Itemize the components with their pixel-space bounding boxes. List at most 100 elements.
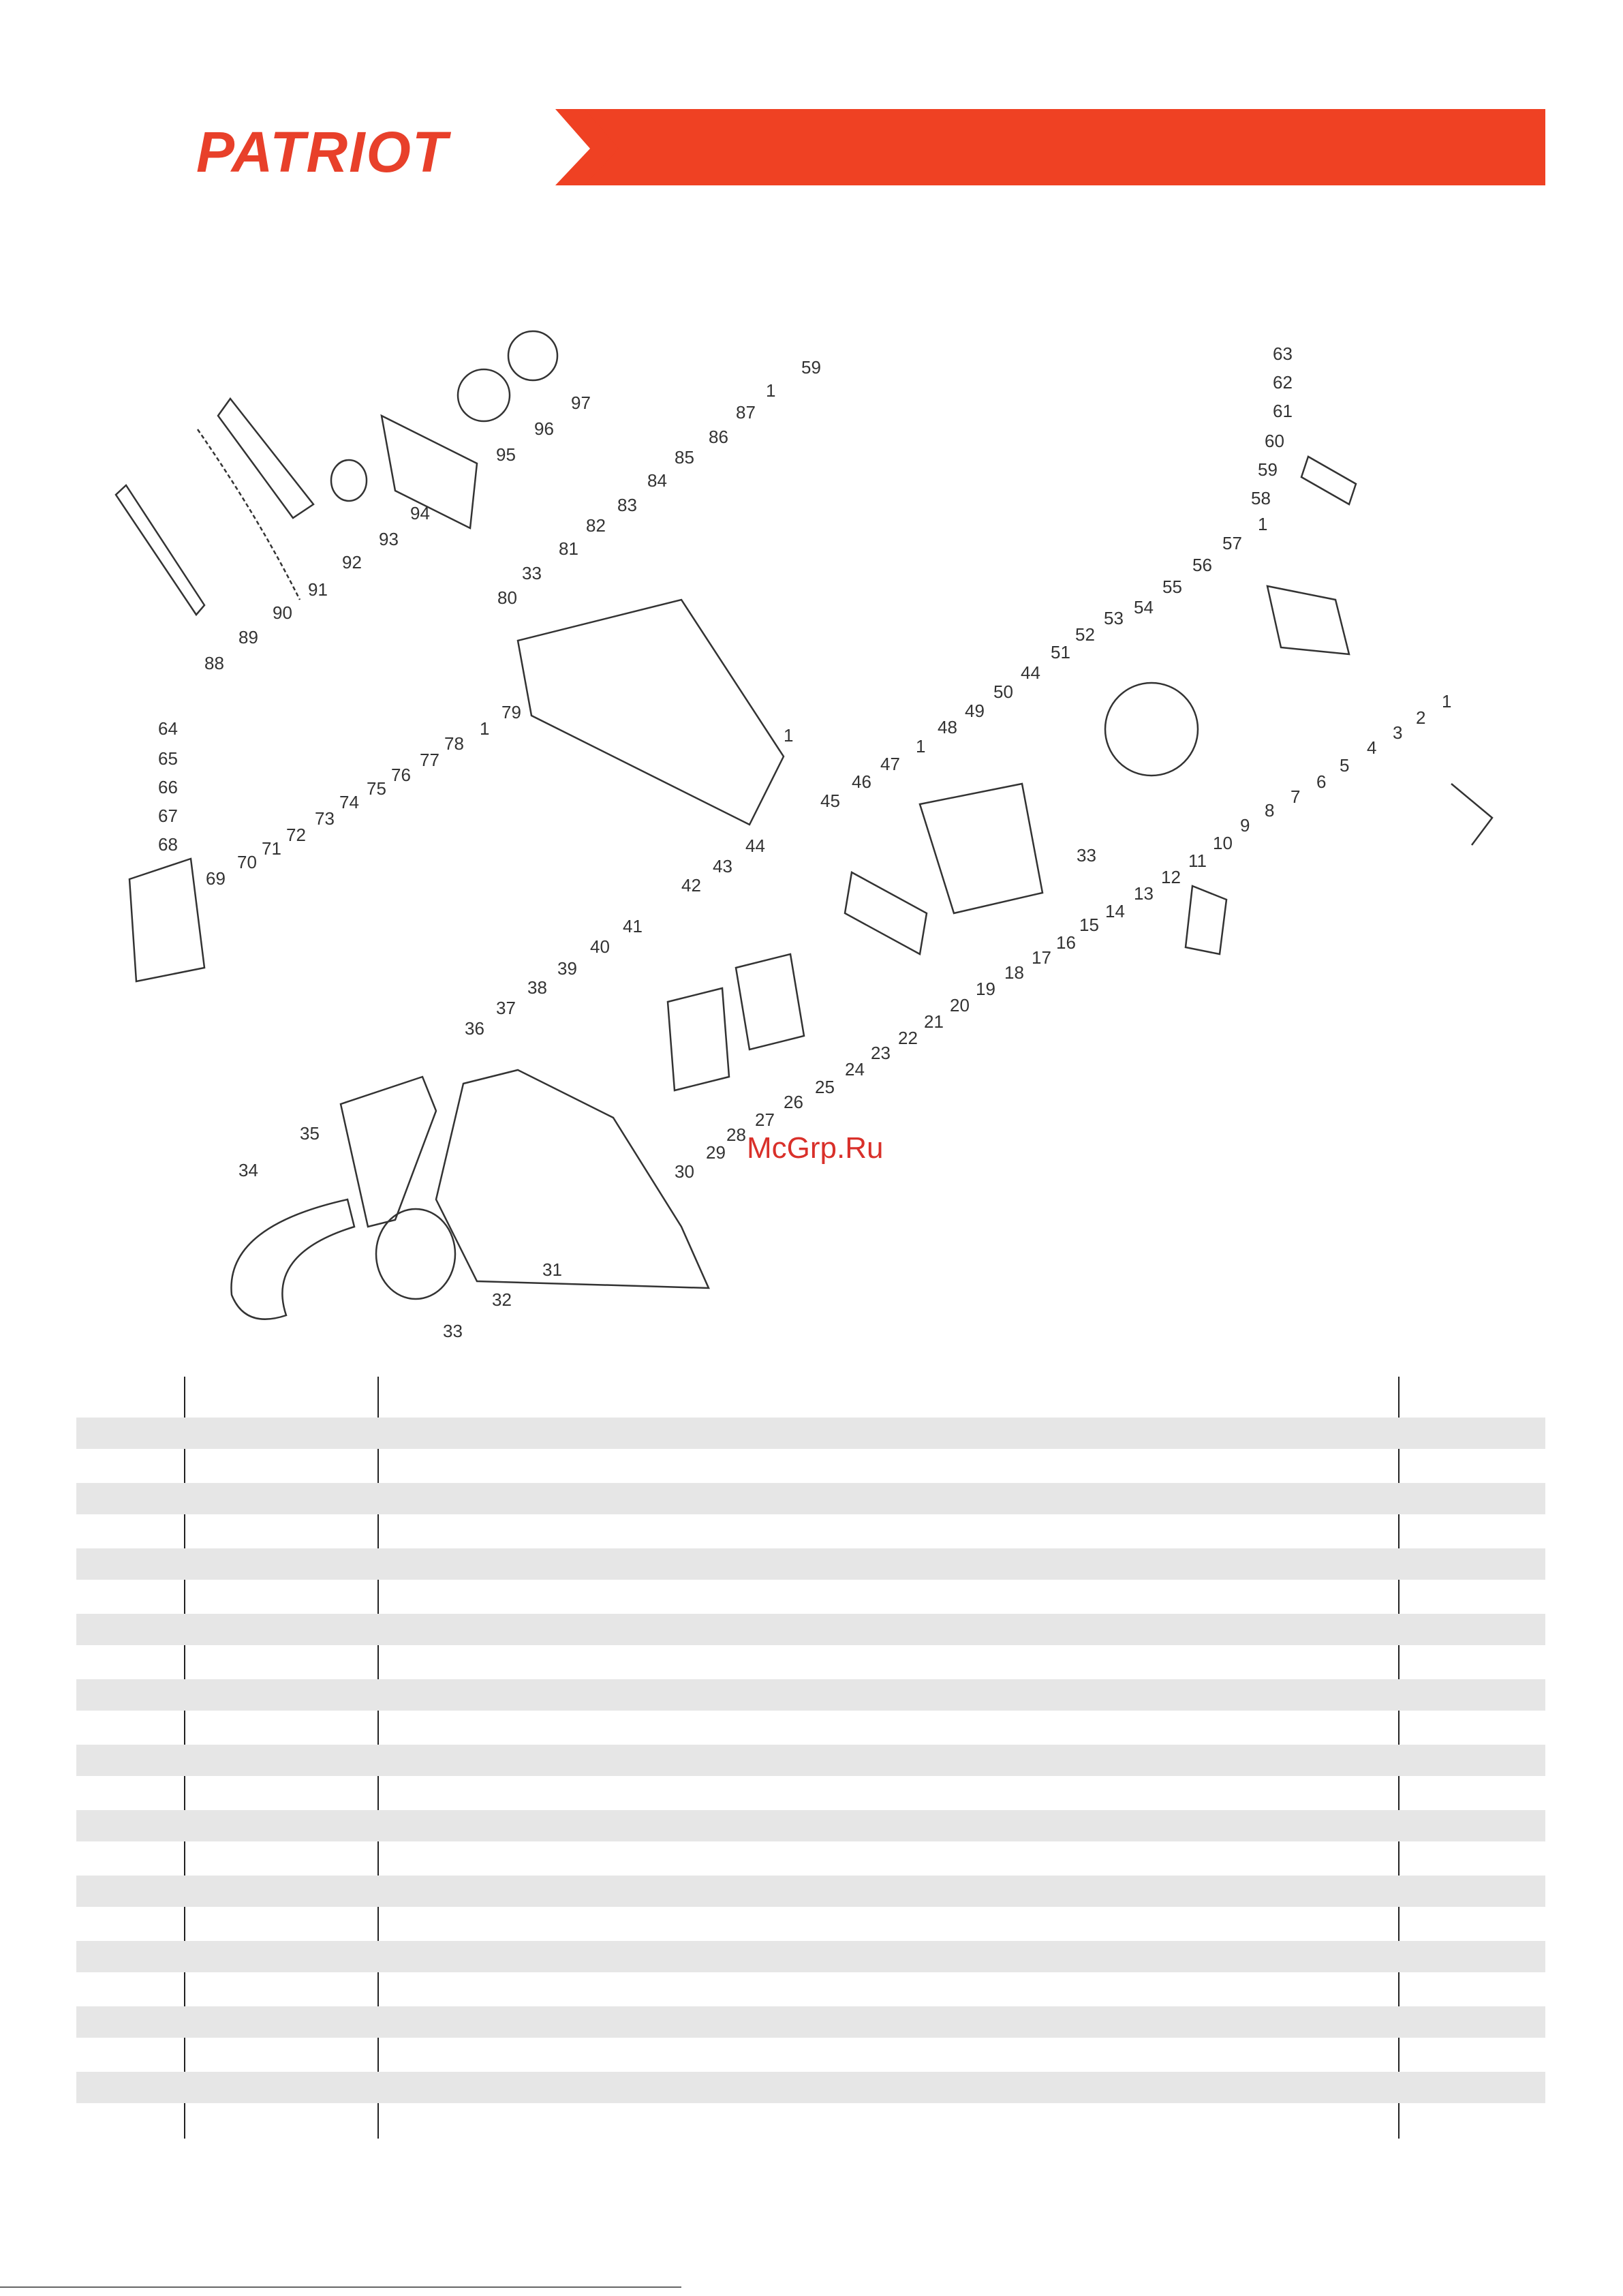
motor-housing-right bbox=[918, 782, 1044, 915]
label-45: 45 bbox=[820, 791, 840, 811]
label-84: 84 bbox=[647, 470, 667, 491]
label-35: 35 bbox=[300, 1123, 320, 1144]
label-74: 74 bbox=[339, 792, 359, 812]
label-96: 96 bbox=[534, 418, 554, 439]
label-93: 93 bbox=[379, 529, 399, 549]
label-92: 92 bbox=[342, 552, 362, 572]
label-29: 29 bbox=[706, 1142, 726, 1163]
exploded-parts-diagram: 59 1 87 86 85 84 83 82 81 33 80 97 96 95… bbox=[114, 330, 1494, 1341]
label-53: 53 bbox=[1104, 608, 1124, 628]
label-2: 2 bbox=[1416, 707, 1425, 728]
label-60: 60 bbox=[1265, 431, 1284, 451]
label-68: 68 bbox=[158, 834, 178, 855]
label-77: 77 bbox=[420, 750, 439, 770]
gear-52-drawing bbox=[1104, 682, 1199, 777]
label-75: 75 bbox=[367, 778, 386, 799]
label-49: 49 bbox=[965, 701, 985, 721]
front-handle-drawing bbox=[230, 1198, 356, 1320]
watermark-text: McGrp.Ru bbox=[747, 1131, 884, 1165]
table-row bbox=[76, 1876, 1545, 1907]
brand-logo: PATRIOT bbox=[196, 120, 449, 184]
label-27: 27 bbox=[755, 1109, 775, 1130]
saw-chain-drawing bbox=[196, 429, 301, 600]
label-73: 73 bbox=[315, 808, 335, 829]
label-89: 89 bbox=[238, 627, 258, 647]
label-9: 9 bbox=[1240, 815, 1250, 836]
label-41: 41 bbox=[623, 916, 643, 936]
label-80: 80 bbox=[497, 587, 517, 608]
tensioner-drawing bbox=[1300, 455, 1357, 506]
label-59: 59 bbox=[801, 357, 821, 378]
label-58: 58 bbox=[1251, 488, 1271, 508]
label-61: 61 bbox=[1273, 401, 1293, 421]
label-24: 24 bbox=[845, 1059, 865, 1080]
label-33a: 33 bbox=[522, 563, 542, 583]
label-78: 78 bbox=[444, 733, 464, 754]
label-16: 16 bbox=[1056, 932, 1076, 953]
label-88: 88 bbox=[204, 653, 224, 673]
main-body-drawing bbox=[435, 1069, 710, 1289]
label-91: 91 bbox=[308, 579, 328, 600]
label-37: 37 bbox=[496, 998, 516, 1018]
label-48: 48 bbox=[938, 717, 957, 737]
label-5: 5 bbox=[1340, 755, 1349, 776]
label-1e: 1 bbox=[1442, 691, 1451, 711]
cover-drawing bbox=[217, 397, 315, 519]
label-6: 6 bbox=[1316, 771, 1326, 792]
side-cover-drawing bbox=[380, 414, 478, 530]
gear-96-drawing bbox=[457, 368, 511, 423]
footer-rule bbox=[0, 2286, 681, 2288]
label-62: 62 bbox=[1273, 372, 1293, 393]
label-21: 21 bbox=[924, 1011, 944, 1032]
label-52: 52 bbox=[1075, 624, 1095, 645]
label-43: 43 bbox=[713, 856, 732, 876]
cord-drawing bbox=[1451, 783, 1494, 846]
label-14: 14 bbox=[1105, 901, 1125, 921]
field-coil-drawing bbox=[666, 987, 730, 1092]
table-row bbox=[76, 1418, 1545, 1449]
label-1f: 1 bbox=[480, 718, 489, 739]
label-83: 83 bbox=[617, 495, 637, 515]
label-23: 23 bbox=[871, 1043, 891, 1063]
label-57: 57 bbox=[1222, 533, 1242, 553]
table-row bbox=[76, 1679, 1545, 1711]
label-20: 20 bbox=[950, 995, 970, 1015]
label-87: 87 bbox=[736, 402, 756, 423]
label-38: 38 bbox=[527, 977, 547, 998]
label-26: 26 bbox=[784, 1092, 803, 1112]
bar-cover-drawing bbox=[1266, 585, 1350, 656]
label-69: 69 bbox=[206, 868, 226, 889]
label-64: 64 bbox=[158, 718, 178, 739]
label-22: 22 bbox=[898, 1028, 918, 1048]
label-11: 11 bbox=[1188, 851, 1207, 871]
label-42: 42 bbox=[681, 875, 701, 896]
label-4: 4 bbox=[1367, 737, 1376, 758]
label-32: 32 bbox=[492, 1289, 512, 1310]
rear-handle-drawing bbox=[339, 1075, 437, 1228]
label-44b: 44 bbox=[745, 836, 765, 856]
ring-drawing bbox=[330, 459, 368, 502]
label-18: 18 bbox=[1004, 962, 1024, 983]
label-70: 70 bbox=[237, 852, 257, 872]
oil-tank-drawing bbox=[128, 857, 206, 983]
label-13: 13 bbox=[1134, 883, 1154, 904]
label-46: 46 bbox=[852, 771, 871, 792]
label-90: 90 bbox=[273, 602, 292, 623]
label-59b: 59 bbox=[1258, 459, 1278, 480]
label-25: 25 bbox=[815, 1077, 835, 1097]
label-10: 10 bbox=[1213, 833, 1233, 853]
gear-97-drawing bbox=[507, 330, 559, 382]
label-82: 82 bbox=[586, 515, 606, 536]
label-31: 31 bbox=[542, 1259, 562, 1280]
label-30: 30 bbox=[675, 1161, 694, 1182]
header-bar bbox=[585, 109, 1545, 185]
label-3: 3 bbox=[1393, 722, 1402, 743]
label-1d: 1 bbox=[784, 725, 793, 746]
label-1c: 1 bbox=[916, 736, 925, 756]
label-34: 34 bbox=[238, 1160, 258, 1180]
label-19: 19 bbox=[976, 979, 995, 999]
label-71: 71 bbox=[262, 838, 281, 859]
label-33b: 33 bbox=[1077, 845, 1096, 866]
table-row bbox=[76, 1941, 1545, 1972]
label-81: 81 bbox=[559, 538, 578, 559]
